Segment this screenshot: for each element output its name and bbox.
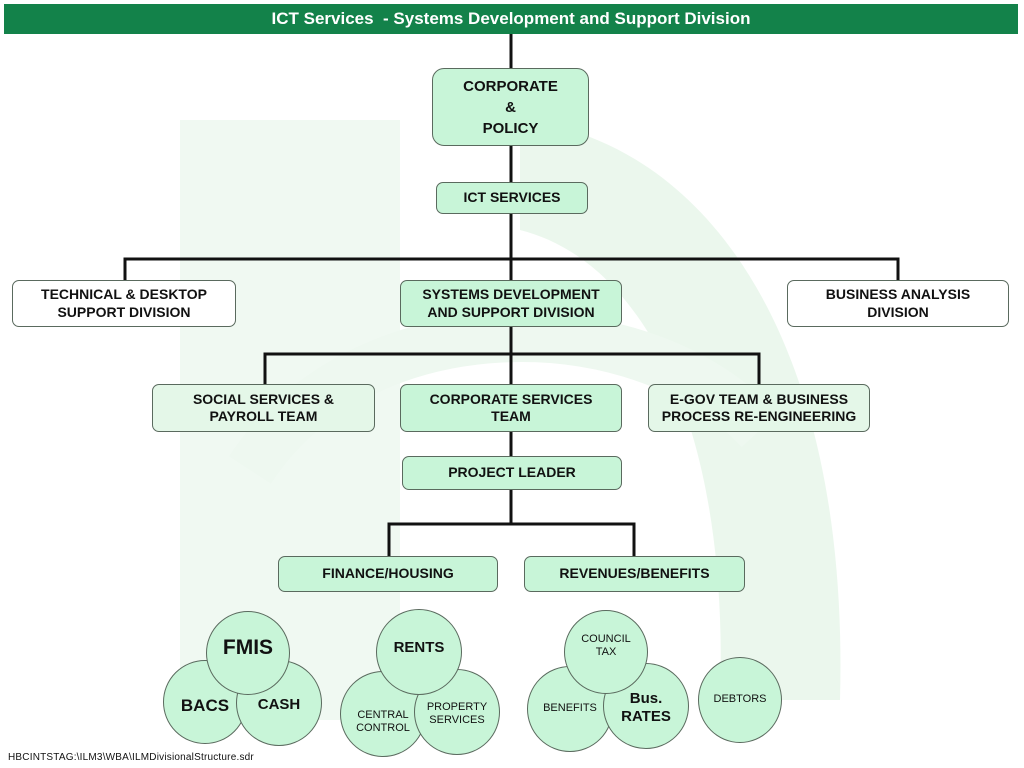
node-finance-housing: FINANCE/HOUSING: [278, 556, 498, 592]
node-social-services-payroll: SOCIAL SERVICES & PAYROLL TEAM: [152, 384, 375, 432]
node-corporate-policy: CORPORATE & POLICY: [432, 68, 589, 146]
circle-fmis: FMIS: [206, 611, 290, 695]
node-egov-team: E-GOV TEAM & BUSINESS PROCESS RE-ENGINEE…: [648, 384, 870, 432]
node-revenues-benefits: REVENUES/BENEFITS: [524, 556, 745, 592]
title-bar: ICT Services - Systems Development and S…: [4, 4, 1018, 34]
circle-council-tax: COUNCIL TAX: [564, 610, 648, 694]
footer-file-path: HBCINTSTAG:\ILM3\WBA\ILMDivisionalStruct…: [8, 752, 254, 763]
node-technical-desktop-support: TECHNICAL & DESKTOP SUPPORT DIVISION: [12, 280, 236, 327]
node-business-analysis: BUSINESS ANALYSIS DIVISION: [787, 280, 1009, 327]
node-systems-development: SYSTEMS DEVELOPMENT AND SUPPORT DIVISION: [400, 280, 622, 327]
node-project-leader: PROJECT LEADER: [402, 456, 622, 490]
node-ict-services: ICT SERVICES: [436, 182, 588, 214]
circle-rents: RENTS: [376, 609, 462, 695]
circle-debtors: DEBTORS: [698, 657, 782, 743]
node-corporate-services-team: CORPORATE SERVICES TEAM: [400, 384, 622, 432]
